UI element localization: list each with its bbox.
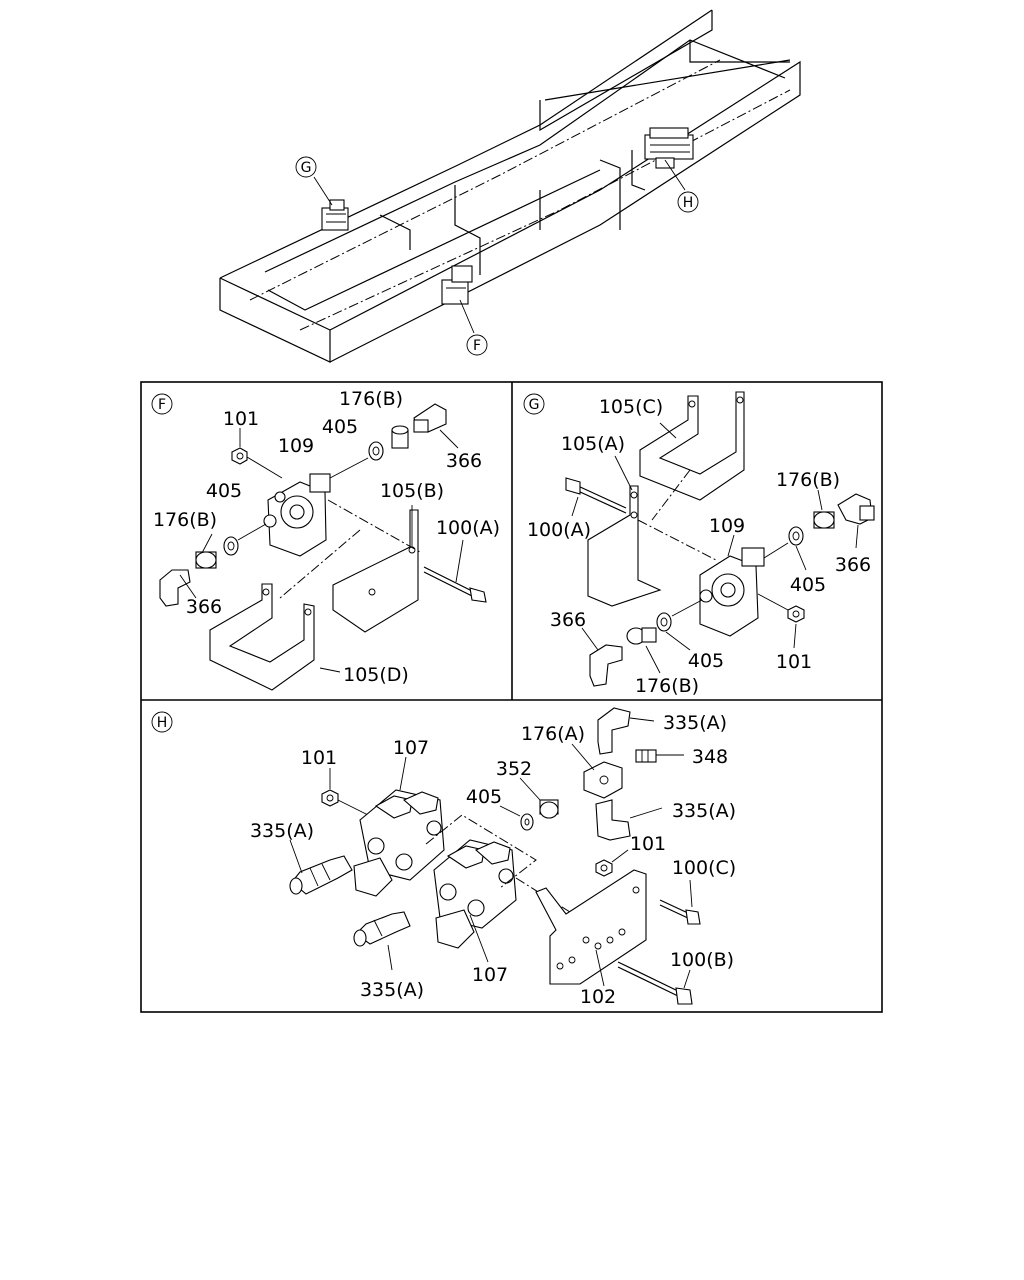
washer-405-left — [223, 536, 239, 556]
washer-405-right-g — [788, 526, 804, 546]
label-g-105a: 105(A) — [561, 433, 625, 455]
label-g-176b-bottom: 176(B) — [635, 675, 699, 697]
label-h-335a-bottom: 335(A) — [360, 979, 424, 1001]
label-f-366-top: 366 — [446, 450, 482, 472]
label-f-100a: 100(A) — [436, 517, 500, 539]
callout-f-circle — [466, 334, 488, 356]
label-h-348: 348 — [692, 746, 728, 768]
label-f-405-top: 405 — [322, 416, 358, 438]
elbow-366-left-g — [589, 644, 623, 687]
label-h-101-right: 101 — [630, 833, 666, 855]
label-g-405-right: 405 — [790, 574, 826, 596]
label-g-366-left: 366 — [550, 609, 586, 631]
nut-101-g — [787, 605, 805, 623]
bolt-100b — [617, 961, 693, 1005]
label-h-405: 405 — [466, 786, 502, 808]
bracket-f-location — [441, 265, 473, 305]
label-h-335a-mid: 335(A) — [672, 800, 736, 822]
label-f-405-left: 405 — [206, 480, 242, 502]
plug-348 — [635, 749, 657, 763]
elbow-366-right-g — [837, 493, 875, 525]
callout-h-label: H — [683, 195, 694, 211]
label-f-101: 101 — [223, 408, 259, 430]
bolt-100a-g — [565, 477, 627, 514]
callout-g-circle — [295, 156, 317, 178]
panel-h-tag-circle — [151, 711, 173, 733]
label-f-366-left: 366 — [186, 596, 222, 618]
fitting-176b-top-g — [813, 511, 835, 529]
fitting-176b-top — [391, 425, 409, 449]
label-h-107-bottom: 107 — [472, 964, 508, 986]
label-g-101: 101 — [776, 651, 812, 673]
label-h-107-top: 107 — [393, 737, 429, 759]
panel-g-tag-circle — [523, 393, 545, 415]
label-g-405-bottom: 405 — [688, 650, 724, 672]
fitting-352 — [539, 799, 559, 819]
bracket-g-location — [321, 199, 349, 231]
valve-107-upper — [353, 789, 445, 897]
detail-frame — [140, 381, 883, 1013]
panel-f: F — [151, 388, 500, 691]
nut-101 — [231, 447, 248, 465]
callout-f-label: F — [473, 338, 481, 354]
panel-g: G — [523, 391, 875, 697]
valve-109-g — [699, 547, 765, 637]
label-g-100a: 100(A) — [527, 519, 591, 541]
label-h-101-left: 101 — [301, 747, 337, 769]
label-f-176b-left: 176(B) — [153, 509, 217, 531]
bracket-105b — [332, 509, 419, 633]
bolt-100a — [423, 566, 487, 603]
label-h-100c: 100(C) — [672, 857, 736, 879]
label-g-176b-top: 176(B) — [776, 469, 840, 491]
bracket-102 — [535, 869, 647, 985]
label-f-109: 109 — [278, 435, 314, 457]
label-f-105d: 105(D) — [343, 664, 409, 686]
label-h-102: 102 — [580, 986, 616, 1008]
label-h-100b: 100(B) — [670, 949, 734, 971]
label-h-176a: 176(A) — [521, 723, 585, 745]
elbow-366-top — [413, 403, 447, 433]
panel-h-tag: H — [157, 715, 168, 731]
fitting-176b-left — [195, 551, 217, 569]
washer-405-top — [368, 441, 384, 461]
label-g-109: 109 — [709, 515, 745, 537]
label-h-335a-left: 335(A) — [250, 820, 314, 842]
bracket-105d — [209, 583, 315, 691]
callout-g-label: G — [301, 160, 312, 176]
label-f-105b: 105(B) — [380, 480, 444, 502]
panel-f-tag: F — [158, 397, 166, 413]
bracket-h-location — [644, 127, 694, 169]
valve-107-lower — [433, 839, 517, 949]
label-g-105c: 105(C) — [599, 396, 663, 418]
connector-335a-left — [289, 855, 353, 895]
label-g-366-right: 366 — [835, 554, 871, 576]
connector-335a-bottom — [353, 911, 411, 947]
elbow-335a-top — [597, 707, 631, 755]
panel-h: H — [151, 707, 736, 1008]
callout-h-circle — [677, 191, 699, 213]
chassis-frame-overview: G H F — [219, 9, 801, 363]
washer-405-h — [520, 813, 534, 831]
label-f-176b-top: 176(B) — [339, 388, 403, 410]
bracket-105a — [587, 485, 662, 607]
bracket-105c — [639, 391, 745, 501]
block-176a — [583, 761, 623, 799]
valve-109 — [263, 473, 331, 557]
panel-f-tag-circle — [151, 393, 173, 415]
fitting-176b-bottom-g — [626, 627, 657, 645]
washer-405-bottom-g — [656, 612, 672, 632]
panel-g-tag: G — [529, 397, 540, 413]
nut-101-left-h — [321, 789, 339, 807]
bolt-100c — [659, 899, 701, 925]
label-h-352: 352 — [496, 758, 532, 780]
label-h-335a-top: 335(A) — [663, 712, 727, 734]
elbow-335a-mid — [595, 799, 631, 841]
nut-101-right-h — [595, 859, 613, 877]
